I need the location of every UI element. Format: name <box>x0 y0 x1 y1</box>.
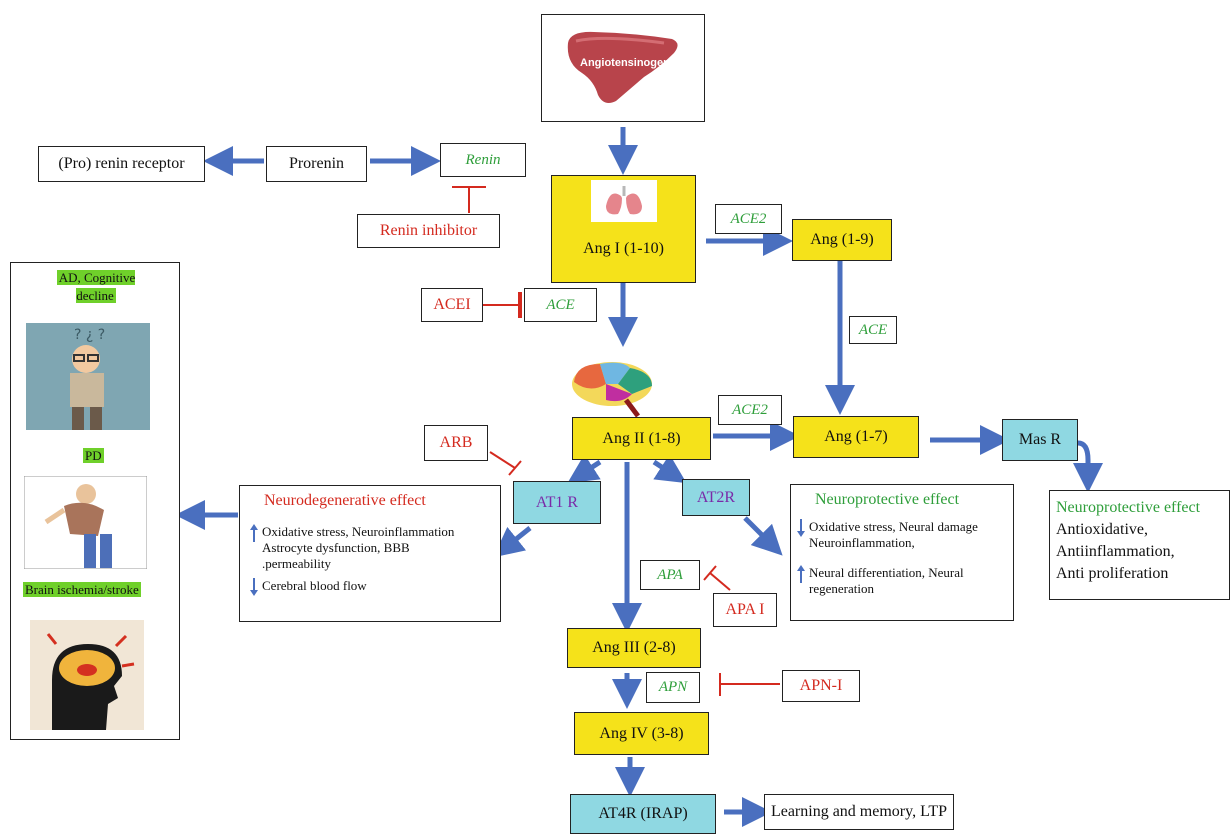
neuroprotective-right-title: Neuroprotective effect <box>1056 499 1201 516</box>
neuroprotective-panel-right: Neuroprotective effect Antioxidative, An… <box>1049 490 1230 600</box>
inhibit-apa-bar <box>703 565 717 581</box>
svg-text:? ¿ ?: ? ¿ ? <box>74 327 105 343</box>
liver-icon <box>567 31 678 103</box>
ang4-node: Ang IV (3-8) <box>574 712 709 755</box>
neuroprot-right-line1: Antioxidative, <box>1056 521 1148 538</box>
ang17-node: Ang (1-7) <box>793 416 919 458</box>
neurodeg-line1: Oxidative stress, Neuroinflammation <box>262 524 455 539</box>
renin-box: Renin <box>440 143 526 177</box>
decrease-arrow-icon <box>250 578 258 596</box>
neuroprot-mid-line1: Oxidative stress, Neural damage <box>809 519 978 534</box>
renin-inhibitor-box: Renin inhibitor <box>357 214 500 248</box>
inhibit-arb-bar <box>508 460 522 476</box>
arrow-at2r-to-neuroprot <box>743 516 783 556</box>
ang1-label: Ang I (1-10) <box>583 240 664 257</box>
neuroprot-right-line3: Anti proliferation <box>1056 565 1169 582</box>
ltp-box: Learning and memory, LTP <box>764 794 954 830</box>
arrow-at1r-to-neurodeg <box>493 526 532 558</box>
neuroprot-mid-line2: Neuroinflammation, <box>809 535 915 550</box>
mas-r-node: Mas R <box>1002 419 1078 461</box>
stroke-label: Brain ischemia/stroke <box>23 582 141 597</box>
arrow-ang2-to-at2r <box>652 454 687 484</box>
neuroprot-right-line2: Antiinflammation, <box>1056 543 1175 560</box>
ang3-node: Ang III (2-8) <box>567 628 701 668</box>
neuroprotective-panel-mid: Neuroprotective effect Oxidative stress,… <box>790 484 1014 621</box>
pd-label-wrap: PD <box>83 448 104 464</box>
arrow-ang2-to-at1r <box>567 454 602 484</box>
ace2-enzyme-top: ACE2 <box>715 204 782 234</box>
ace2-enzyme-low: ACE2 <box>718 395 782 425</box>
arrow-masr-to-neuroprot <box>1073 440 1103 493</box>
apa-inhibitor-box: APA I <box>713 593 777 627</box>
neurodeg-line2: Astrocyte dysfunction, BBB <box>262 540 410 555</box>
brain-icon <box>572 362 652 418</box>
angiotensinogen-label: Angiotensinogen <box>580 57 670 69</box>
ang19-node: Ang (1-9) <box>792 219 892 261</box>
decrease-arrow-icon <box>797 519 805 537</box>
ace-enzyme-mid: ACE <box>524 288 597 322</box>
brain-stroke-icon <box>30 620 144 730</box>
neurodegenerative-panel: Neurodegenerative effect Oxidative stres… <box>239 485 501 622</box>
neuroprot-mid-line3: Neural differentiation, Neural <box>809 565 964 580</box>
neuroprot-mid-line4: regeneration <box>809 581 874 596</box>
ad-label-wrap: AD, Cognitive decline <box>49 269 143 305</box>
neuroprotective-mid-title: Neuroprotective effect <box>815 491 960 508</box>
apn-enzyme: APN <box>646 672 700 703</box>
increase-arrow-icon <box>797 565 805 583</box>
angiotensinogen-box: Angiotensinogen <box>541 14 705 122</box>
inhibit-arb-stem <box>489 451 516 469</box>
apn-inhibitor-box: APN-I <box>782 670 860 702</box>
ace-enzyme-right: ACE <box>849 316 897 344</box>
neurodeg-line4: Cerebral blood flow <box>262 578 367 593</box>
prorenin-box: Prorenin <box>266 146 367 182</box>
apa-enzyme: APA <box>640 560 700 590</box>
increase-arrow-icon <box>250 524 258 542</box>
ad-label: AD, Cognitive decline <box>56 270 136 303</box>
elderly-man-confused-icon: ? ¿ ? <box>26 323 150 430</box>
ang2-node: Ang II (1-8) <box>572 417 711 460</box>
disease-panel: AD, Cognitive decline ? ¿ ? PD Brain isc… <box>10 262 180 740</box>
pd-label: PD <box>83 448 104 463</box>
acei-box: ACEI <box>421 288 483 322</box>
pro-renin-receptor-box: (Pro) renin receptor <box>38 146 205 182</box>
lungs-icon <box>590 180 657 222</box>
elderly-man-stooped-icon <box>24 476 147 569</box>
at4r-node: AT4R (IRAP) <box>570 794 716 834</box>
neurodeg-line3: .permeability <box>262 556 331 571</box>
neurodegenerative-title: Neurodegenerative effect <box>264 492 426 509</box>
at1r-node: AT1 R <box>513 481 601 524</box>
inhibit-apa-stem <box>709 572 731 591</box>
ang1-node: Ang I (1-10) <box>551 175 696 283</box>
stroke-label-wrap: Brain ischemia/stroke <box>23 582 141 598</box>
at2r-node: AT2R <box>682 479 750 516</box>
arb-box: ARB <box>424 425 488 461</box>
